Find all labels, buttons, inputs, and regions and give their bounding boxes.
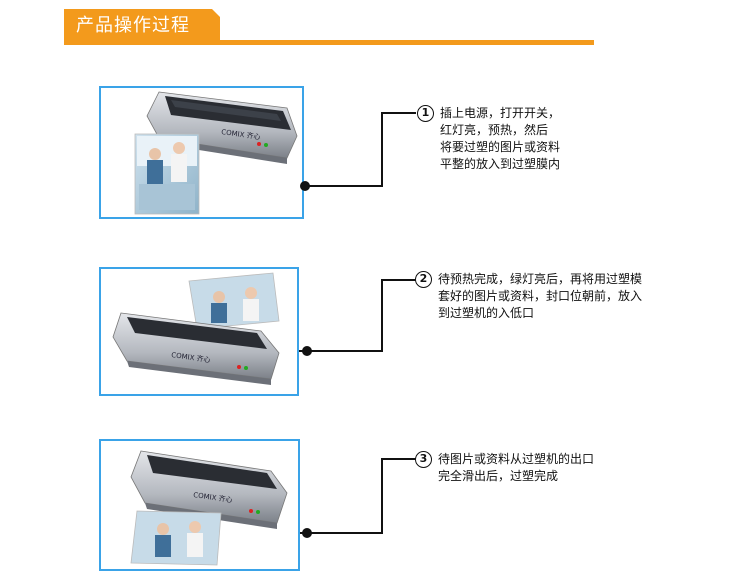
laminator-with-photo-image: COMIX 齐心	[134, 91, 298, 215]
step-3-number: 3	[415, 451, 432, 468]
step-1-line: 插上电源，打开开关，	[440, 106, 561, 120]
laminator-feeding-photo-image: COMIX 齐心	[112, 272, 280, 385]
step-2-image-panel: COMIX 齐心	[99, 267, 299, 396]
step-2-line: 到过塑机的入低口	[438, 306, 535, 320]
section-header-tab: 产品操作过程	[64, 9, 220, 42]
step-1-line: 将要过塑的图片或资料	[440, 140, 561, 154]
header-underline	[64, 40, 594, 45]
connector-2-top	[381, 279, 416, 281]
connector-2-dot	[302, 346, 312, 356]
step-2-number: 2	[415, 271, 432, 288]
connector-3-dot	[302, 528, 312, 538]
step-1-line: 平整的放入到过塑膜内	[440, 157, 561, 171]
step-2-line: 套好的图片或资料，封口位朝前，放入	[438, 289, 643, 303]
step-1-image-panel: COMIX 齐心	[99, 86, 304, 219]
connector-1-dot	[300, 181, 310, 191]
section-title: 产品操作过程	[76, 15, 190, 36]
connector-1-horizontal	[304, 185, 382, 187]
connector-2-vertical	[381, 279, 383, 352]
connector-1-top	[381, 112, 416, 114]
step-3-line: 待图片或资料从过塑机的出口	[438, 452, 595, 466]
connector-3-top	[381, 458, 416, 460]
step-2-line: 待预热完成，绿灯亮后，再将用过塑模	[438, 272, 643, 286]
step-3-image-panel: COMIX 齐心	[99, 439, 300, 571]
laminator-output-photo-image: COMIX 齐心	[130, 450, 288, 566]
step-1-line: 红灯亮，预热，然后	[440, 123, 549, 137]
step-1-number: 1	[417, 105, 434, 122]
connector-2-horizontal	[299, 350, 382, 352]
step-3-line: 完全滑出后，过塑完成	[438, 469, 559, 483]
connector-3-horizontal	[300, 532, 382, 534]
connector-3-vertical	[381, 458, 383, 534]
connector-1-vertical	[381, 112, 383, 187]
